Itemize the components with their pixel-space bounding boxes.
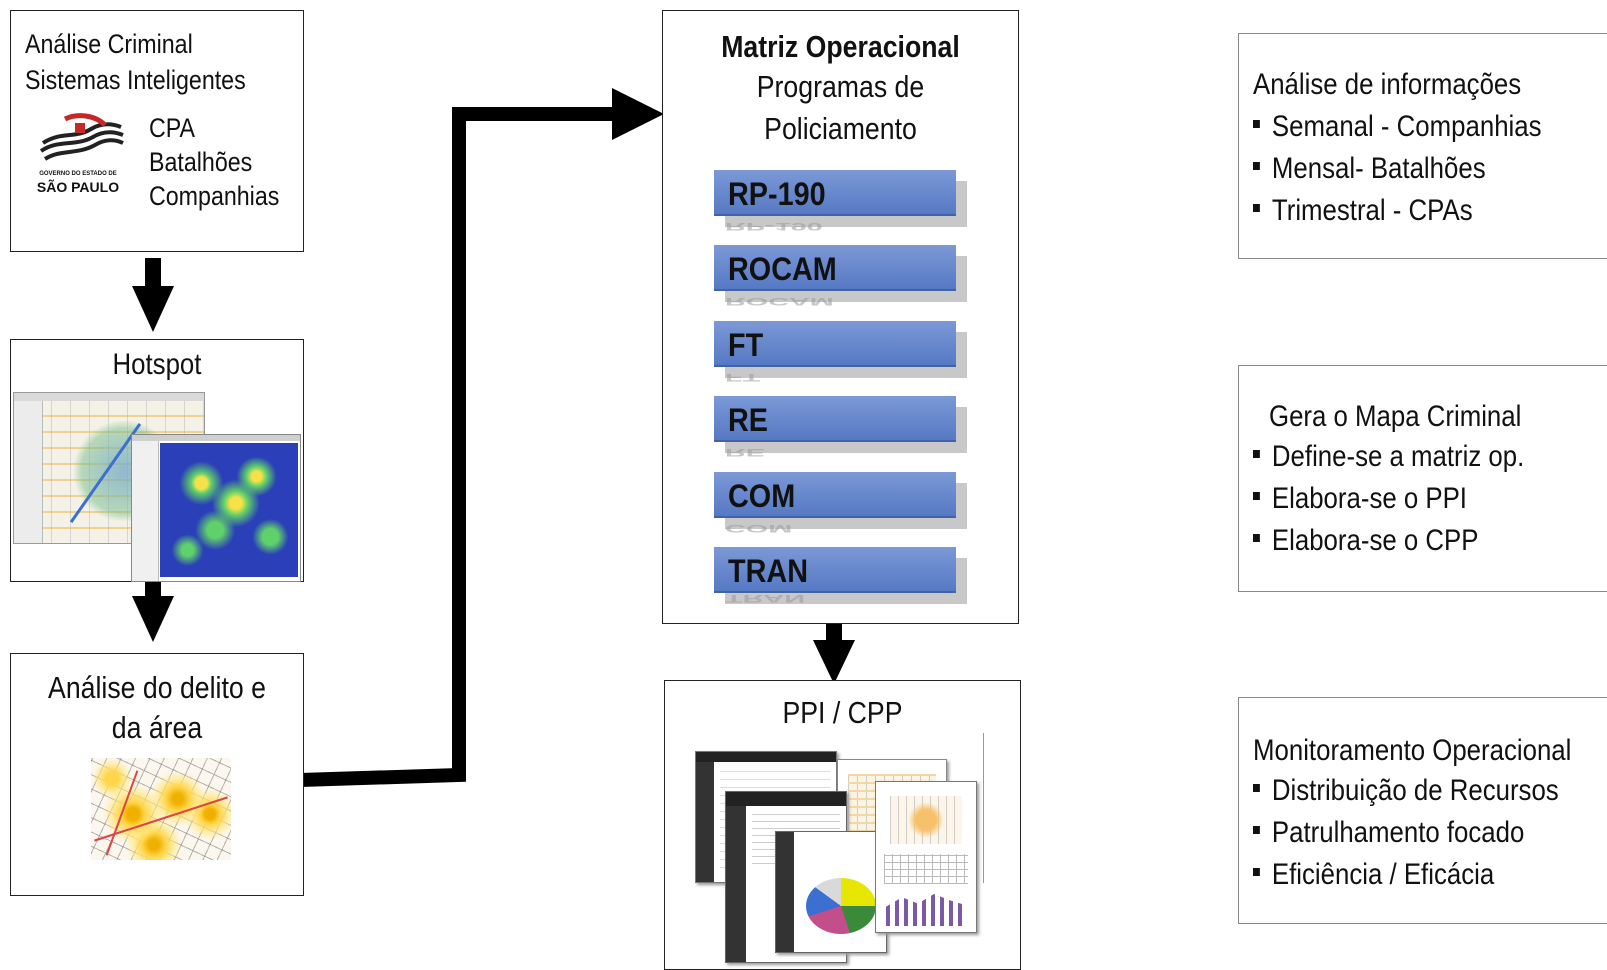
program-reflection: FT — [725, 371, 761, 384]
logo-small-text: GOVERNO DO ESTADO DE — [39, 171, 117, 177]
report-document — [875, 781, 977, 933]
program-reflection: ROCAM — [725, 295, 834, 308]
list-item-text: Distribuição de Recursos — [1271, 774, 1559, 807]
list-item-text: Patrulhamento focado — [1271, 816, 1525, 849]
list-item: Distribuição de Recursos — [1253, 770, 1559, 812]
list-item: Elabora-se o PPI — [1253, 478, 1467, 520]
program-reflection: COM — [725, 522, 793, 535]
bullet-icon — [1253, 162, 1260, 171]
ppi-cpp-title: PPI / CPP — [782, 695, 903, 730]
matriz-subtitle-line2: Policiamento — [764, 111, 917, 146]
list-item-text: Trimestral - CPAs — [1271, 194, 1473, 227]
sistemas-inteligentes-label: Sistemas Inteligentes — [25, 65, 246, 95]
analise-delito-line2: da área — [111, 710, 203, 745]
list-item-text: Semanal - Companhias — [1271, 110, 1542, 143]
program-reflection: RP-190 — [725, 220, 823, 233]
bar-chart-icon — [886, 894, 966, 926]
program-label: TRAN — [728, 553, 808, 589]
bullet-icon — [1253, 120, 1260, 129]
program-label: FT — [728, 327, 764, 363]
hotspot-heatmap-screenshot — [131, 434, 301, 582]
analise-informacoes-box: Análise de informações Semanal - Companh… — [1238, 33, 1607, 259]
program-com: COM — [714, 472, 956, 518]
ppi-cpp-box: PPI / CPP — [664, 680, 1021, 970]
analise-criminal-box: Análise Criminal Sistemas Inteligentes G… — [10, 10, 304, 252]
monitoramento-title: Monitoramento Operacional — [1253, 734, 1572, 767]
hotspot-title: Hotspot — [112, 348, 202, 381]
list-item: Mensal- Batalhões — [1253, 148, 1486, 190]
list-item-text: Eficiência / Eficácia — [1271, 858, 1495, 891]
program-label: ROCAM — [728, 251, 837, 287]
analise-informacoes-title: Análise de informações — [1253, 68, 1522, 101]
analise-criminal-label: Análise Criminal — [25, 29, 193, 59]
mapa-criminal-title: Gera o Mapa Criminal — [1269, 400, 1522, 433]
level-cpa: CPA — [149, 113, 196, 143]
bullet-icon — [1253, 868, 1260, 877]
list-item: Semanal - Companhias — [1253, 106, 1542, 148]
level-batalhoes: Batalhões — [149, 147, 253, 177]
monitoramento-box: Monitoramento Operacional Distribuição d… — [1238, 697, 1607, 924]
list-item: Define-se a matriz op. — [1253, 436, 1524, 478]
bullet-icon — [1253, 534, 1260, 543]
program-rp190: RP-190 — [714, 170, 956, 216]
logo-text: SÃO PAULO — [36, 179, 120, 195]
list-item: Eficiência / Eficácia — [1253, 854, 1494, 896]
program-re: RE — [714, 396, 956, 442]
matriz-subtitle-line1: Programas de — [756, 69, 925, 104]
list-item: Patrulhamento focado — [1253, 812, 1524, 854]
list-item-text: Elabora-se o CPP — [1271, 524, 1479, 557]
sao-paulo-emblem-icon — [39, 113, 124, 161]
matriz-title: Matriz Operacional — [721, 29, 960, 64]
sao-paulo-logo: GOVERNO DO ESTADO DE SÃO PAULO — [35, 109, 127, 201]
list-item-text: Define-se a matriz op. — [1271, 440, 1525, 473]
program-label: RE — [728, 402, 769, 438]
bullet-icon — [1253, 826, 1260, 835]
pie-chart-icon — [806, 878, 876, 934]
level-companhias: Companhias — [149, 181, 280, 211]
program-label: COM — [728, 478, 796, 514]
crime-density-map — [91, 758, 231, 860]
list-item: Trimestral - CPAs — [1253, 190, 1473, 232]
program-ft: FT — [714, 321, 956, 367]
list-item-text: Elabora-se o PPI — [1271, 482, 1467, 515]
analise-delito-box: Análise do delito e da área — [10, 653, 304, 896]
program-rocam: ROCAM — [714, 245, 956, 291]
report-document — [775, 831, 887, 953]
bullet-icon — [1253, 784, 1260, 793]
program-label: RP-190 — [728, 176, 826, 212]
bullet-icon — [1253, 492, 1260, 501]
list-item: Elabora-se o CPP — [1253, 520, 1478, 562]
mapa-criminal-box: Gera o Mapa Criminal Define-se a matriz … — [1238, 365, 1607, 592]
program-tran: TRAN — [714, 547, 956, 593]
hotspot-box: Hotspot — [10, 339, 304, 582]
matriz-operacional-box: Matriz Operacional Programas de Policiam… — [662, 10, 1019, 624]
analise-delito-line1: Análise do delito e — [48, 670, 266, 705]
bullet-icon — [1253, 204, 1260, 213]
list-item-text: Mensal- Batalhões — [1271, 152, 1486, 185]
bullet-icon — [1253, 450, 1260, 459]
program-reflection: RE — [725, 446, 766, 459]
